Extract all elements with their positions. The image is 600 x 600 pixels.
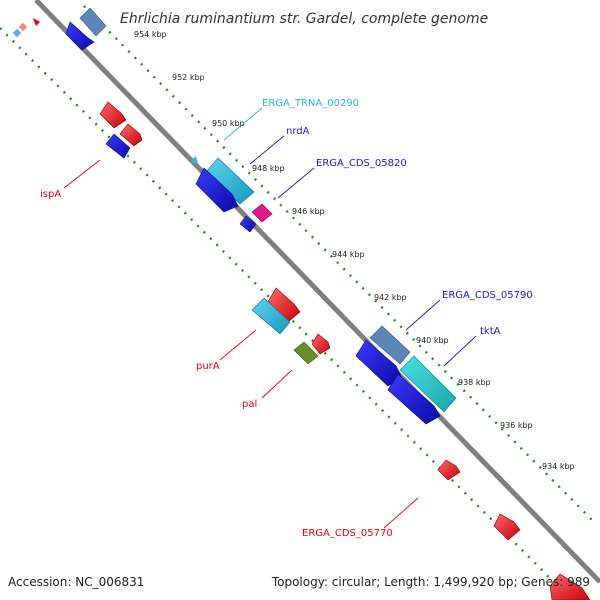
gene-label-erga-cds-05790: ERGA_CDS_05790	[442, 290, 533, 301]
gene-label-leaders	[63, 107, 477, 529]
gene-feature-red-05770	[493, 513, 521, 541]
gene-feature-olive-pal	[293, 341, 319, 365]
gene-label-ispa: ispA	[40, 189, 61, 200]
kbp-label: 940 kbp	[416, 336, 449, 345]
kbp-label: 954 kbp	[134, 30, 167, 39]
gene-feature-blue-ispA	[105, 133, 131, 159]
kbp-label: 942 kbp	[374, 293, 407, 302]
gene-feature-blue-948	[195, 167, 239, 213]
gene-feature-red-950a	[99, 101, 127, 129]
outer-tick-track	[83, 5, 595, 523]
kbp-label: 944 kbp	[332, 250, 365, 259]
kbp-label: 948 kbp	[252, 164, 285, 173]
kbp-label: 946 kbp	[292, 207, 325, 216]
kbp-label: 934 kbp	[542, 462, 575, 471]
gene-label-pal: pal	[242, 399, 257, 410]
gene-feature-red-950b	[119, 123, 143, 147]
kbp-label: 938 kbp	[458, 378, 491, 387]
kbp-labels: 954 kbp 952 kbp 950 kbp 948 kbp 946 kbp …	[134, 30, 575, 471]
gene-feature-magenta-946	[251, 203, 273, 223]
gene-label-pura: purA	[196, 361, 220, 372]
gene-feature-cyan-purA	[251, 297, 291, 335]
gene-feature-red-934	[437, 459, 461, 481]
gene-feature-trna	[190, 156, 198, 164]
gene-feature-steel-954	[79, 7, 107, 37]
kbp-label: 950 kbp	[212, 119, 245, 128]
genome-backbone	[34, 0, 600, 584]
gene-feature-steel-05790	[369, 325, 411, 365]
gene-label-nrda: nrdA	[286, 126, 310, 137]
gene-feature-red-pal	[311, 333, 331, 355]
gene-feature-blue-946	[239, 215, 257, 233]
gene-label-erga-cds-05820: ERGA_CDS_05820	[316, 158, 407, 169]
accession-label: Accession: NC_006831	[8, 575, 144, 589]
small-feature-topleft	[12, 18, 40, 38]
gene-feature-blue-940b	[387, 373, 441, 425]
gene-feature-teal-tktA	[399, 355, 457, 413]
inner-tick-track-2	[20, 60, 560, 600]
kbp-label: 936 kbp	[500, 421, 533, 430]
gene-labels: ERGA_TRNA_00290 nrdA ERGA_CDS_05820 ispA…	[40, 98, 533, 539]
gene-label-tkta: tktA	[480, 326, 501, 337]
gene-feature-red-purA	[267, 287, 301, 323]
map-title: Ehrlichia ruminantium str. Gardel, compl…	[120, 11, 488, 27]
kbp-label: 952 kbp	[172, 73, 205, 82]
gene-feature-cyan-nrdA	[205, 157, 255, 205]
topology-label: Topology: circular; Length: 1,499,920 bp…	[271, 575, 590, 589]
gene-feature-red-bottom	[549, 573, 591, 600]
gene-label-erga-trna-00290: ERGA_TRNA_00290	[262, 98, 359, 109]
gene-label-erga-cds-05770: ERGA_CDS_05770	[302, 528, 393, 539]
gene-feature-blue-954	[65, 21, 95, 51]
